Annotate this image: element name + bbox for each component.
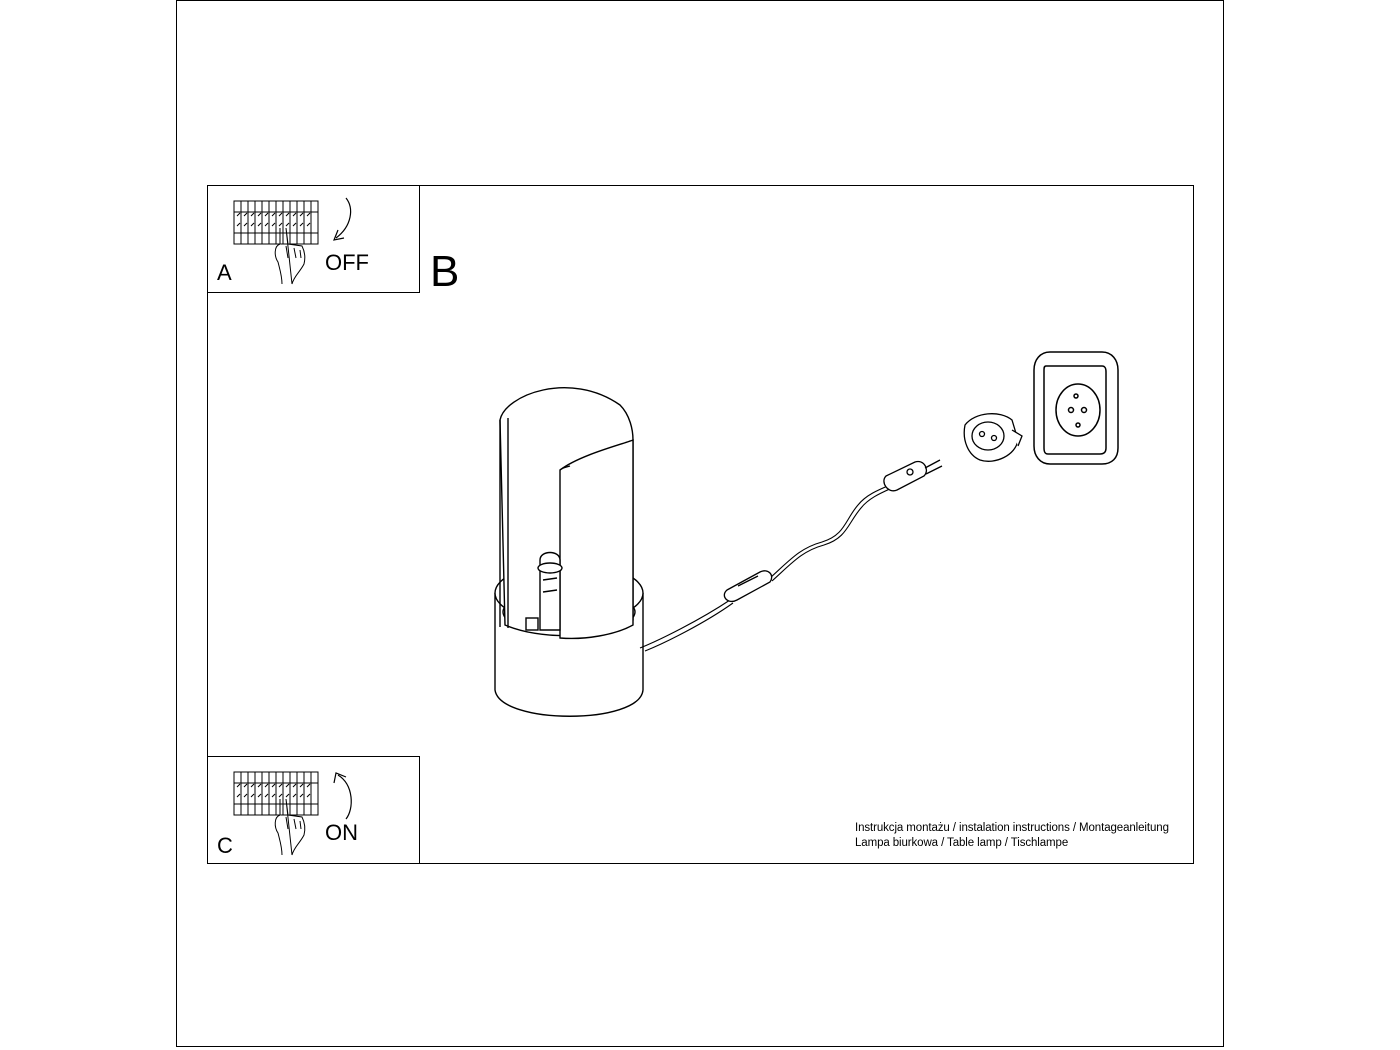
power-cable: [639, 484, 893, 652]
breaker-off-illustration: [233, 197, 352, 285]
step-b-panel: [207, 185, 1194, 864]
step-b-label: B: [430, 247, 460, 296]
table-lamp: [494, 387, 644, 717]
hand-icon: [274, 227, 306, 285]
step-a-action: OFF: [325, 250, 369, 275]
step-a-label: A: [217, 260, 232, 285]
caption: Instrukcja montażu / instalation instruc…: [855, 821, 1169, 851]
euro-plug: [883, 459, 943, 492]
step-c-action: ON: [325, 820, 358, 845]
step-c-label: C: [217, 833, 233, 858]
step-c-box: C ON: [207, 756, 420, 864]
page-frame: [176, 0, 1224, 1047]
breaker-on-illustration: [233, 771, 352, 856]
circuit-breaker-panel: [233, 771, 319, 816]
step-a-box: A OFF: [207, 185, 420, 293]
inline-switch: [723, 570, 773, 603]
arrow-down-icon: [333, 197, 352, 241]
plug-adapter: [963, 413, 1023, 462]
wall-socket: [1033, 351, 1119, 465]
caption-line-2: Lampa biurkowa / Table lamp / Tischlampe: [855, 837, 1069, 849]
hand-icon: [274, 798, 306, 856]
circuit-breaker-panel: [233, 200, 319, 245]
arrow-up-icon: [333, 772, 352, 820]
caption-line-1: Instrukcja montażu / instalation instruc…: [855, 822, 1169, 834]
